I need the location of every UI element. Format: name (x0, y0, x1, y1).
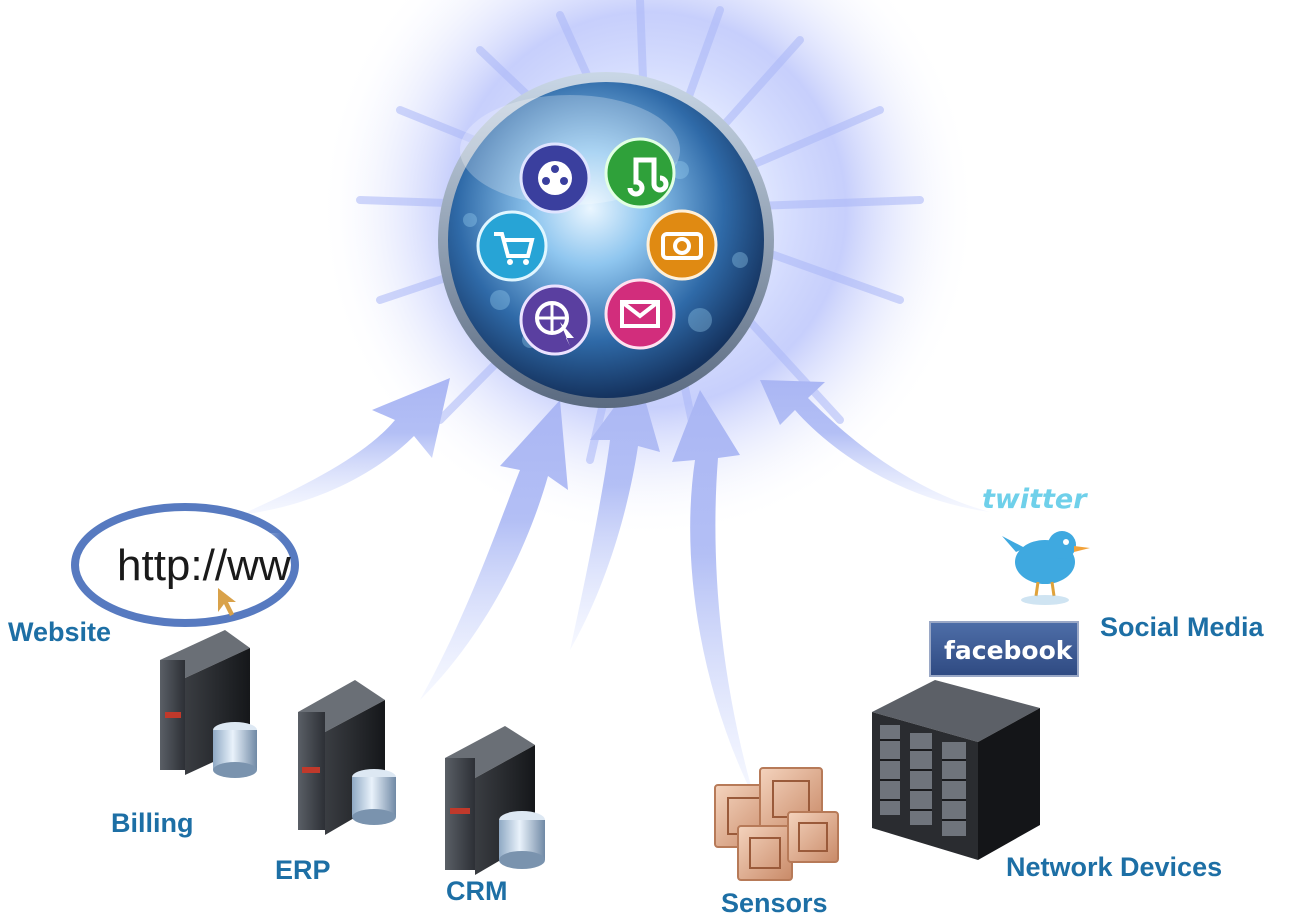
twitter-wordmark: twitter (982, 484, 1088, 515)
network-devices-rack (872, 680, 1040, 860)
arrow-crm (570, 375, 660, 650)
web-icon (519, 284, 591, 356)
label-billing: Billing (111, 808, 194, 838)
facebook-logo: facebook (929, 621, 1079, 677)
mail-icon (604, 278, 676, 350)
twitter-bird-icon (1002, 531, 1090, 605)
crm-server (445, 726, 545, 875)
url-text: http://ww (117, 541, 291, 590)
data-flow-arrows (240, 375, 990, 800)
label-social-media: Social Media (1100, 612, 1264, 642)
cart-icon (476, 210, 548, 282)
erp-server (298, 680, 396, 835)
label-sensors: Sensors (721, 888, 828, 918)
twitter-logo: twitter (982, 484, 1090, 605)
arrow-sensors (672, 390, 755, 800)
sensor-chips (714, 767, 839, 881)
label-network-devices: Network Devices (1006, 852, 1223, 882)
arrow-social (760, 380, 990, 512)
arrow-erp (420, 400, 568, 700)
arrow-website (240, 378, 450, 515)
video-icon (519, 142, 591, 214)
website-url-bar: http://ww (71, 503, 299, 627)
billing-server (160, 630, 257, 778)
label-crm: CRM (446, 876, 508, 906)
facebook-wordmark: facebook (944, 636, 1074, 665)
music-icon (604, 137, 676, 209)
label-erp: ERP (275, 855, 331, 885)
camera-icon (646, 209, 718, 281)
label-website: Website (8, 617, 112, 647)
